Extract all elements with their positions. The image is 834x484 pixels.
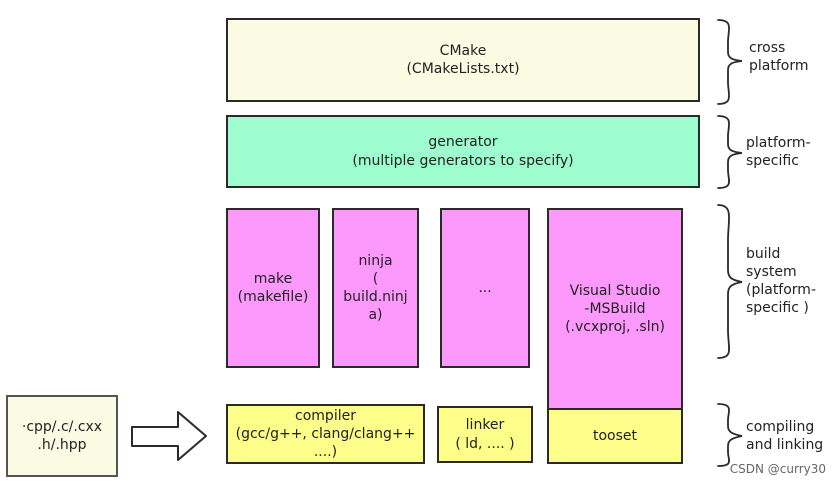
compiling-linking-label: compiling and linking [746, 419, 824, 453]
brace-compiling-linking-icon [717, 403, 743, 467]
source-files-label: ·cpp/.c/.cxx .h/.hpp [21, 418, 103, 453]
ninja-box: ninja ( build.ninj a) [332, 208, 419, 368]
linker-label: linker ( ld, .... ) [455, 417, 515, 452]
linker-box: linker ( ld, .... ) [437, 406, 533, 463]
arrow-right-icon [131, 411, 207, 461]
brace-platform-specific-icon [717, 115, 743, 189]
generator-label: generator (multiple generators to specif… [352, 134, 574, 169]
tooset-label: tooset [592, 427, 638, 444]
tooset-box: tooset [547, 408, 683, 464]
compiler-label: compiler (gcc/g++, clang/clang++ ....) [235, 407, 416, 461]
make-box: make (makefile) [226, 208, 320, 368]
ninja-label: ninja ( build.ninj a) [343, 252, 408, 324]
build-system-label: build system (platform- specific ) [746, 246, 816, 316]
brace-build-system-icon [717, 204, 743, 359]
visual-studio-label: Visual Studio -MSBuild (.vcxproj, .sln) [565, 282, 665, 336]
ellipsis-box: ... [440, 208, 530, 368]
source-files-box: ·cpp/.c/.cxx .h/.hpp [6, 395, 118, 477]
platform-specific-label: platform- specific [746, 135, 811, 169]
brace-cross-platform-icon [717, 19, 743, 105]
compiler-box: compiler (gcc/g++, clang/clang++ ....) [226, 404, 425, 464]
make-label: make (makefile) [237, 270, 309, 305]
visual-studio-box: Visual Studio -MSBuild (.vcxproj, .sln) [547, 208, 683, 410]
ellipsis-label: ... [478, 279, 492, 296]
cmake-box: CMake (CMakeLists.txt) [226, 18, 700, 102]
cross-platform-label: cross platform [749, 40, 809, 74]
generator-box: generator (multiple generators to specif… [226, 115, 700, 188]
cmake-label: CMake (CMakeLists.txt) [406, 42, 520, 77]
watermark: CSDN @curry30 [729, 462, 826, 476]
